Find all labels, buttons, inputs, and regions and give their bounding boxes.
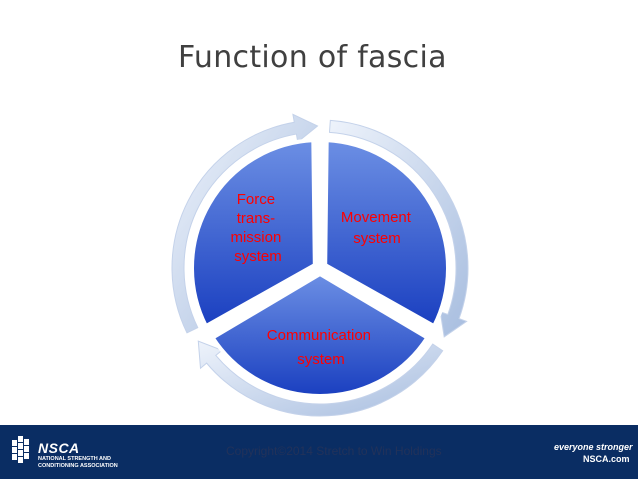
cycle-diagram: Movement system Communication system For… [171, 113, 469, 417]
cycle-arrow-ring [171, 113, 469, 417]
cycle-arrow-1 [328, 119, 469, 338]
force-line-2: trans- [237, 210, 275, 227]
slide-title: Function of fascia [178, 40, 447, 75]
segment-force-transmission [190, 138, 317, 329]
org-name: NSCA [38, 440, 80, 456]
movement-line-2: system [353, 230, 401, 247]
copyright-text: Copyright©2014 Stretch to Win Holdings [226, 444, 442, 458]
org-full-name: NATIONAL STRENGTH AND CONDITIONING ASSOC… [38, 456, 148, 470]
site-url-link[interactable]: NSCA.com [583, 454, 630, 464]
org-full-line-2: CONDITIONING ASSOCIATION [38, 463, 118, 469]
segment-label-communication: Communication system [267, 327, 375, 368]
communication-line-1: Communication [267, 327, 371, 344]
force-line-4: system [234, 248, 282, 265]
cycle-segments [190, 138, 450, 398]
nsca-logo-icon [12, 436, 29, 463]
cycle-arrow-3 [171, 113, 319, 334]
segment-communication [209, 271, 431, 398]
org-full-line-1: NATIONAL STRENGTH AND [38, 456, 111, 462]
force-line-1: Force [237, 191, 275, 208]
segment-label-force-transmission: Force trans- mission system [230, 191, 285, 265]
movement-line-1: Movement [341, 209, 412, 226]
slogan-text: everyone stronger [554, 442, 633, 452]
force-line-3: mission [230, 229, 281, 246]
cycle-arrow-2 [197, 340, 444, 417]
communication-line-2: system [297, 351, 345, 368]
segment-movement [323, 138, 450, 329]
segment-label-movement: Movement system [341, 209, 415, 247]
footer-bar: NSCA NATIONAL STRENGTH AND CONDITIONING … [0, 425, 638, 479]
